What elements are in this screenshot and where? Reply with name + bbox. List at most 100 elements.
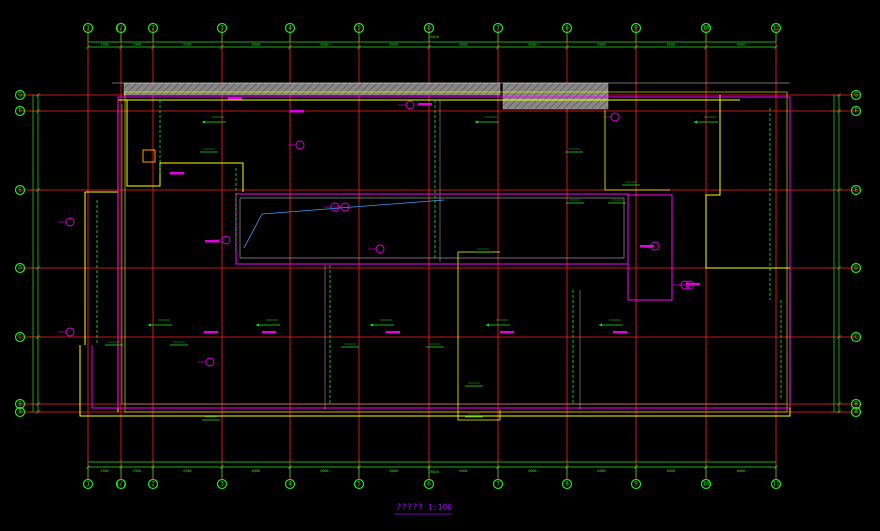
grid-bubble-circle xyxy=(492,22,504,34)
grid-bubble-label: 1/1 xyxy=(116,481,127,488)
grid-bubble-circle xyxy=(14,105,26,117)
span-dimension-label: 6000 xyxy=(667,43,675,47)
grid-bubble-circle xyxy=(561,478,573,490)
grid-bubble-circle xyxy=(14,331,26,343)
grid-bubble-label: 7 xyxy=(496,481,500,488)
annotation-tag xyxy=(228,97,242,100)
grid-bubble-F: F xyxy=(850,105,862,117)
grid-bubble-circle xyxy=(284,22,296,34)
grid-bubble-label: E xyxy=(18,187,22,194)
grid-bubble-3: 3 xyxy=(216,22,228,34)
annotation-tag xyxy=(418,103,432,106)
span-dimension-label: 3300 xyxy=(100,43,108,47)
annotation-tag xyxy=(500,331,514,334)
span-dimension-label: 6000 xyxy=(737,43,745,47)
grid-bubble-label: 4 xyxy=(288,25,292,32)
grid-bubble-label: G xyxy=(18,92,22,99)
grid-bubble-label: 3 xyxy=(220,25,224,32)
annotation-tag xyxy=(613,331,627,334)
grid-bubble-5: 5 xyxy=(353,22,365,34)
grid-bubble-F: F xyxy=(14,105,26,117)
grid-bubble-circle xyxy=(850,184,862,196)
grid-bubble-label: 2 xyxy=(151,25,155,32)
grid-bubble-circle xyxy=(630,478,642,490)
grid-bubble-label: 11 xyxy=(772,481,780,488)
grid-bubble-A: A xyxy=(850,406,862,418)
grid-bubble-1/1: 1/1 xyxy=(115,22,127,34)
annotation-tag xyxy=(205,240,219,243)
grid-bubble-4: 4 xyxy=(284,22,296,34)
grid-bubble-circle xyxy=(561,22,573,34)
opening-inner-line xyxy=(239,197,625,259)
grid-bubble-B: B xyxy=(14,398,26,410)
grid-bubble-circle xyxy=(14,262,26,274)
grid-bubble-7: 7 xyxy=(492,478,504,490)
beam-line xyxy=(261,199,445,215)
span-dimension-label: 6000 xyxy=(320,43,328,47)
grid-bubble-8: 8 xyxy=(561,478,573,490)
grid-bubble-circle xyxy=(147,22,159,34)
grid-bubble-label: B xyxy=(854,401,858,408)
grid-bubble-9: 9 xyxy=(630,22,642,34)
grid-bubble-label: F xyxy=(854,108,858,115)
grid-bubble-C: C xyxy=(850,331,862,343)
grid-bubble-label: 1/1 xyxy=(116,25,127,32)
grid-bubble-circle xyxy=(216,478,228,490)
drawing-title-block: ????? 1:100 xyxy=(394,503,452,515)
grid-bubble-circle xyxy=(82,478,94,490)
grid-bubble-label: 10 xyxy=(702,25,710,32)
grid-bubble-8: 8 xyxy=(561,22,573,34)
grid-bubble-label: 8 xyxy=(565,25,569,32)
inner-wall-line xyxy=(121,104,786,405)
grid-bubble-circle xyxy=(353,478,365,490)
annotation-tag xyxy=(640,245,654,248)
arrow-head xyxy=(475,120,478,124)
span-dimension-label: 2900 xyxy=(133,43,141,47)
arrow-head xyxy=(370,323,373,327)
grid-bubble-circle xyxy=(770,22,782,34)
grid-bubble-circle xyxy=(115,478,127,490)
arrow-head xyxy=(694,120,697,124)
hatched-canopy xyxy=(123,82,501,96)
grid-bubble-10: 10 xyxy=(700,22,712,34)
grid-bubble-label: 7 xyxy=(496,25,500,32)
grid-bubble-label: 11 xyxy=(772,25,780,32)
grid-bubble-9: 9 xyxy=(630,478,642,490)
grid-bubble-label: 1 xyxy=(86,25,90,32)
grid-bubble-circle xyxy=(423,22,435,34)
grid-bubble-circle xyxy=(14,398,26,410)
grid-bubble-label: G xyxy=(854,92,858,99)
grid-bubble-circle xyxy=(115,22,127,34)
arrow-head xyxy=(148,323,151,327)
grid-bubble-6: 6 xyxy=(423,22,435,34)
grid-bubble-circle xyxy=(147,478,159,490)
outer-slab-edge xyxy=(124,91,788,413)
drawing-title: ????? xyxy=(396,503,423,513)
span-dimension-label: 6000 xyxy=(390,469,398,473)
span-dimension-label: 6300 xyxy=(183,43,191,47)
grid-bubble-label: 1 xyxy=(86,481,90,488)
grid-bubble-A: A xyxy=(14,406,26,418)
grid-bubble-D: D xyxy=(850,262,862,274)
span-dimension-label: 6000 xyxy=(320,469,328,473)
grid-bubble-label: D xyxy=(854,265,858,272)
span-dimension-label: 3300 xyxy=(100,469,108,473)
grid-bubble-label: C xyxy=(18,334,22,341)
grid-bubble-circle xyxy=(423,478,435,490)
grid-bubble-G: G xyxy=(14,89,26,101)
grid-bubble-6: 6 xyxy=(423,478,435,490)
grid-bubble-label: 9 xyxy=(634,481,638,488)
grid-bubble-2: 2 xyxy=(147,478,159,490)
arrow-head xyxy=(202,120,205,124)
span-dimension-label: 6000 xyxy=(528,43,536,47)
grid-bubble-G: G xyxy=(850,89,862,101)
grid-bubble-E: E xyxy=(850,184,862,196)
grid-bubble-11: 11 xyxy=(770,478,782,490)
arrow-head xyxy=(486,323,489,327)
grid-bubble-circle xyxy=(82,22,94,34)
drawing-scale: 1:100 xyxy=(428,503,452,512)
grid-bubble-circle xyxy=(216,22,228,34)
